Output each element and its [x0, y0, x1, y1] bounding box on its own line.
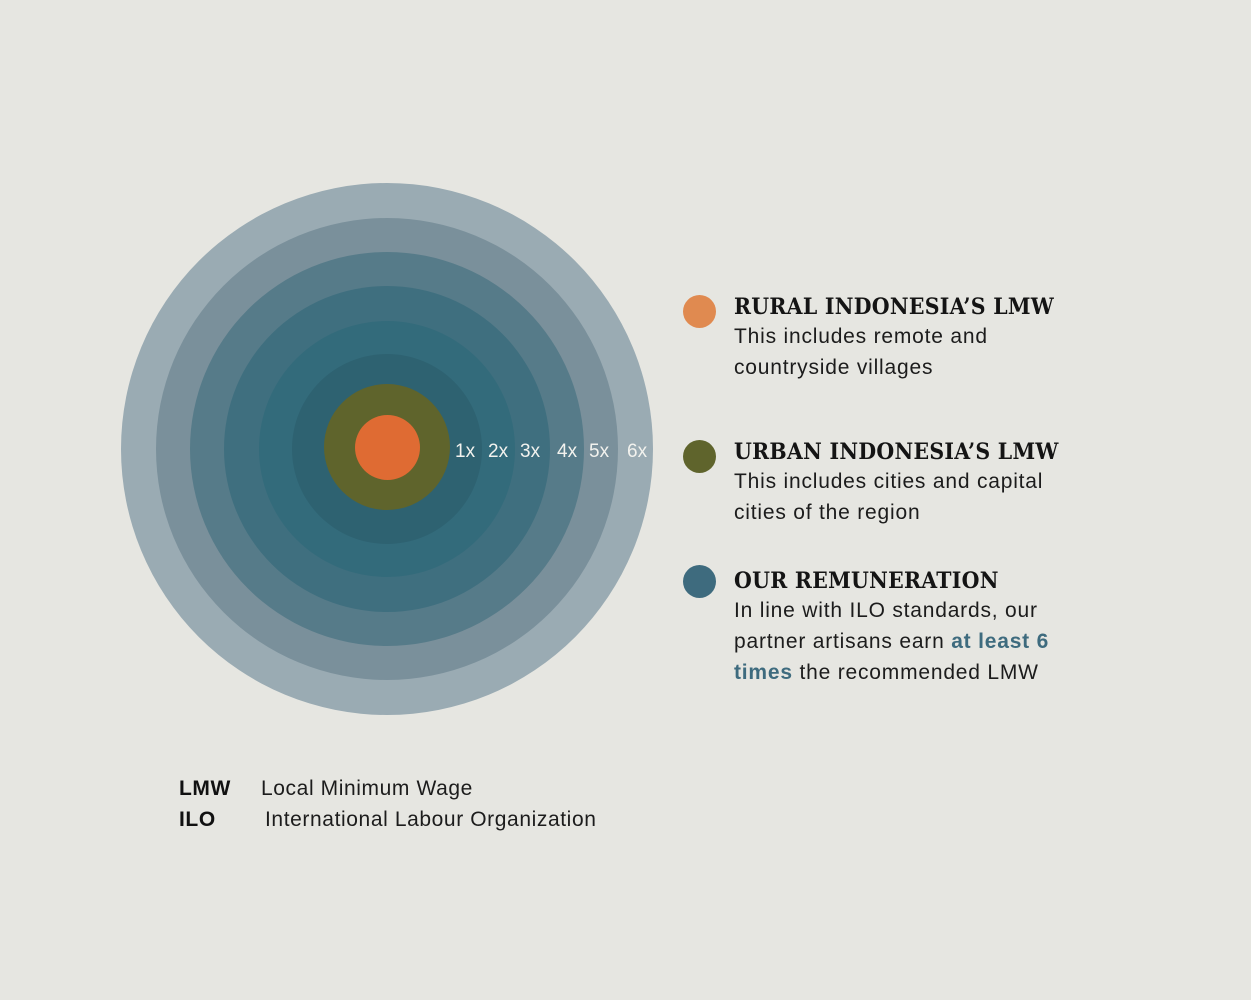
abbreviation-ilo: ILO International Labour Organization — [179, 806, 596, 834]
remuneration-dot-icon — [683, 565, 716, 598]
label-2x: 2x — [488, 441, 509, 462]
label-4x: 4x — [557, 441, 578, 462]
label-5x: 5x — [589, 441, 610, 462]
abbr-meaning-lmw: Local Minimum Wage — [261, 777, 473, 800]
label-6x: 6x — [627, 441, 648, 462]
rural-dot-icon — [683, 295, 716, 328]
remuneration-desc-before: In line with ILO standards, our partner … — [734, 599, 1038, 653]
abbreviation-lmw: LMW Local Minimum Wage — [179, 775, 472, 803]
remuneration-desc-after: the recommended LMW — [792, 661, 1039, 684]
legend-desc-urban: This includes cities and capital cities … — [734, 470, 1044, 524]
label-1x: 1x — [455, 441, 476, 462]
legend-desc-remuneration: In line with ILO standards, our partner … — [734, 595, 1099, 688]
remuneration-highlight: at least 6 times — [734, 630, 1050, 684]
legend-desc-rural: This includes remote and countryside vil… — [734, 325, 988, 379]
label-3x: 3x — [520, 441, 541, 462]
abbr-key-ilo: ILO — [179, 808, 216, 831]
abbr-meaning-ilo: International Labour Organization — [265, 808, 597, 831]
ring-rural-lmw — [355, 415, 420, 480]
legend-title-urban: URBAN INDONESIA’S LMW — [734, 439, 1059, 465]
legend-title-rural: RURAL INDONESIA’S LMW — [734, 294, 1055, 320]
abbr-key-lmw: LMW — [179, 777, 231, 800]
legend-title-remuneration: OUR REMUNERATION — [734, 568, 999, 594]
urban-dot-icon — [683, 440, 716, 473]
